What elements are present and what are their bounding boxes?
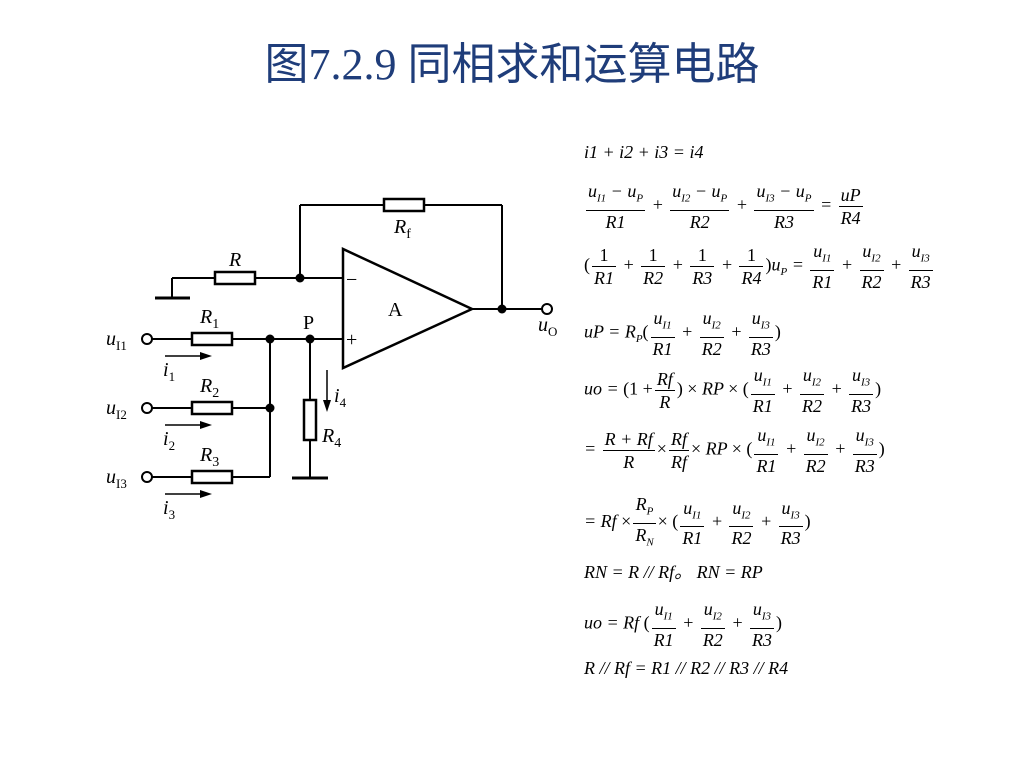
resistor-rf: [382, 197, 426, 213]
label-noninverting-input: +: [346, 329, 357, 351]
terminal-u12: [141, 402, 153, 414]
label-i3: i3: [163, 497, 175, 522]
node-dot: [295, 273, 305, 283]
label-i4: i4: [334, 385, 347, 410]
equation-balance-condition: RN = R // Rf。 RN = RP: [584, 562, 763, 582]
label-inverting-input: −: [346, 269, 357, 291]
arrow-i1: [200, 352, 212, 360]
label-u11: uI1: [106, 328, 127, 353]
circuit-diagram: Rf R R1 R2 R3 R4 A − + P uI1 uI2 uI3 uO …: [106, 197, 557, 522]
equation-kcl: i1 + i2 + i3 = i4: [584, 142, 704, 162]
label-node-p: P: [303, 312, 314, 334]
label-i2: i2: [163, 428, 175, 453]
resistor-r: [213, 270, 257, 286]
label-r2: R2: [199, 375, 219, 401]
arrow-i3: [200, 490, 212, 498]
arrow-i4: [323, 400, 331, 412]
node-dot: [497, 304, 507, 314]
resistor-r3: [190, 469, 234, 485]
arrow-i2: [200, 421, 212, 429]
op-amp-triangle: [341, 247, 475, 370]
equation-resistor-parallel: R // Rf = R1 // R2 // R3 // R4: [584, 658, 789, 678]
label-i1: i1: [163, 359, 175, 384]
terminal-u11: [141, 333, 153, 345]
terminal-u13: [141, 471, 153, 483]
page-title: 图7.2.9 同相求和运算电路: [264, 40, 760, 89]
label-r3: R3: [199, 444, 219, 470]
label-u12: uI2: [106, 397, 127, 422]
resistor-r1: [190, 331, 234, 347]
terminal-uo: [541, 303, 553, 315]
resistor-r4: [302, 398, 318, 442]
node-dot: [265, 334, 275, 344]
node-p-dot: [305, 334, 315, 344]
resistor-r2: [190, 400, 234, 416]
label-rf: Rf: [393, 216, 411, 242]
label-u13: uI3: [106, 466, 127, 491]
label-r1: R1: [199, 306, 219, 332]
label-uo: uO: [538, 314, 557, 339]
label-r4: R4: [321, 425, 341, 451]
node-dot: [265, 403, 275, 413]
label-r: R: [228, 249, 241, 271]
label-amplifier: A: [388, 299, 403, 321]
